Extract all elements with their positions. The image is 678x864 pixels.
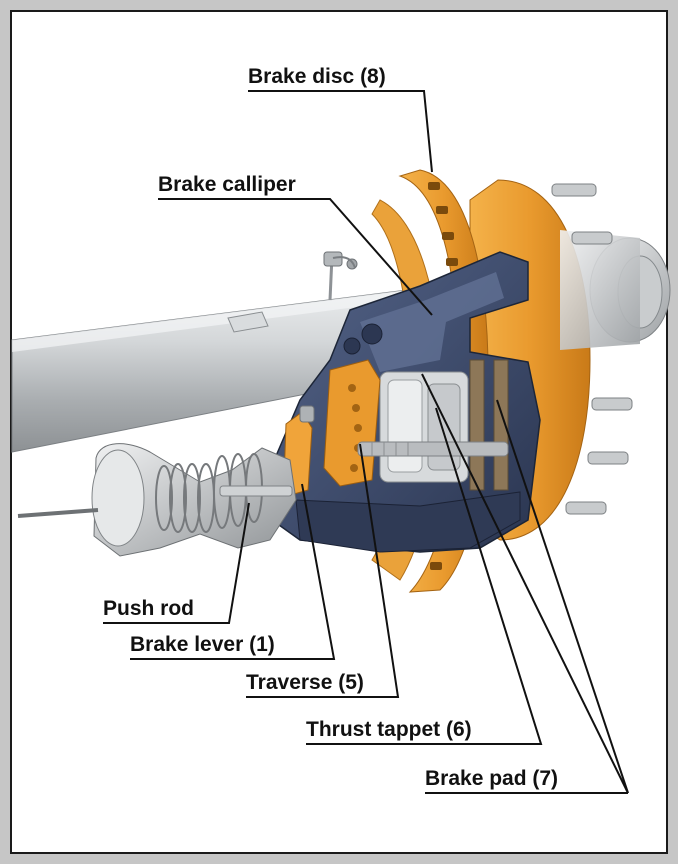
leader-traverse — [246, 443, 400, 698]
brake-chamber — [17, 443, 297, 557]
label-brake-calliper: Brake calliper — [158, 173, 296, 196]
leader-thrust-tappet — [306, 407, 543, 745]
label-traverse: Traverse (5) — [246, 671, 364, 694]
leader-lines — [103, 90, 629, 794]
label-brake-lever: Brake lever (1) — [130, 633, 275, 656]
sensor-bracket — [323, 251, 358, 301]
leader-brake-lever — [130, 483, 336, 660]
label-brake-disc: Brake disc (8) — [248, 65, 386, 88]
leader-push-rod — [103, 502, 250, 624]
leader-brake-pad-a — [421, 373, 629, 794]
leader-brake-calliper — [158, 198, 433, 316]
label-thrust-tappet: Thrust tappet (6) — [306, 718, 472, 741]
label-push-rod: Push rod — [103, 597, 194, 620]
leader-brake-pad-b — [496, 399, 629, 794]
label-brake-pad: Brake pad (7) — [425, 767, 558, 790]
leader-brake-disc — [248, 90, 433, 173]
